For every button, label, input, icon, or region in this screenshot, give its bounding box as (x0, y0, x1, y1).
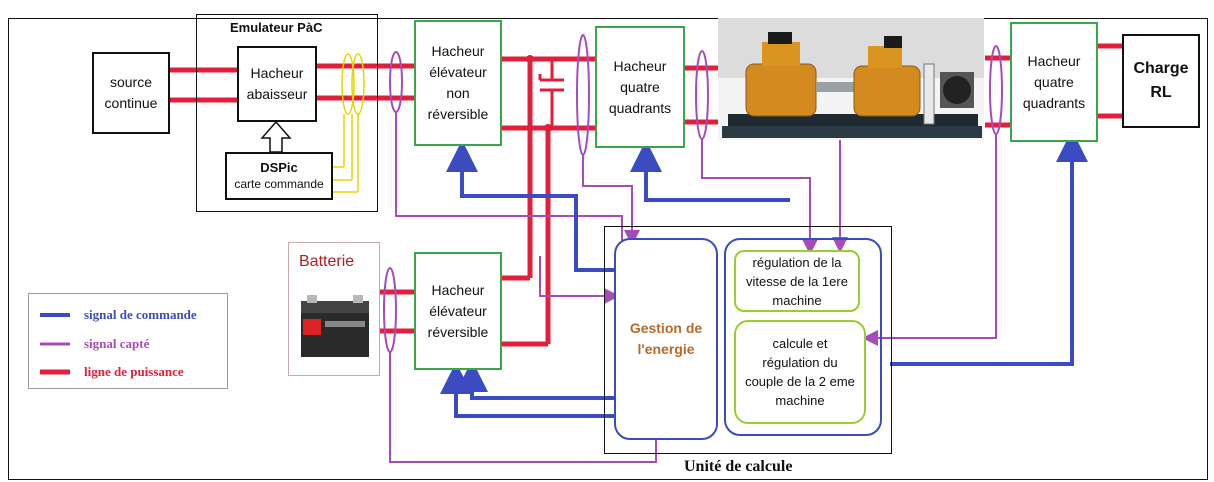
hacheur-quatre-quadrants-2-block: Hacheur quatre quadrants (1010, 22, 1098, 142)
regulation-group (724, 238, 882, 436)
regulation-couple-block: calcule et régulation du couple de la 2 … (734, 320, 866, 424)
hacheur-elevateur-non-reversible-block: Hacheur élévateur non réversible (414, 20, 502, 146)
batterie-block: Batterie (288, 242, 380, 376)
sensed-signal-lines (389, 40, 997, 463)
legend-signal-commande: signal de commande (84, 307, 197, 322)
emulateur-pac-title: Emulateur PàC (230, 20, 323, 35)
legend-signal-capte: signal capté (84, 336, 150, 351)
dspic-card: DSPic carte commande (225, 152, 333, 200)
unite-de-calcule-frame (604, 226, 892, 454)
legend-box (28, 293, 228, 389)
unite-de-calcule-title: Unité de calcule (684, 458, 793, 475)
batterie-label: Batterie (299, 253, 355, 270)
regulation-vitesse-block: régulation de la vitesse de la 1ere mach… (734, 250, 860, 312)
hacheur-abaisseur-block: Hacheur abaisseur (237, 46, 317, 122)
emulateur-pac-frame (196, 14, 378, 212)
source-continue-block: source continue (92, 52, 170, 134)
hacheur-elevateur-reversible-block: Hacheur élévateur réversible (414, 252, 502, 370)
legend-ligne-puissance: ligne de puissance (84, 364, 184, 379)
dspic-sense-wires (332, 53, 365, 193)
battery-icon (301, 295, 369, 357)
command-signal-lines (440, 130, 1088, 418)
hacheur-quatre-quadrants-1-block: Hacheur quatre quadrants (595, 26, 685, 148)
diagram-frame (8, 18, 1208, 480)
gestion-energie-block: Gestion de l'energie (614, 238, 718, 440)
motor-bench-photo (718, 18, 984, 140)
dspic-title: DSPic (260, 160, 298, 175)
charge-rl-block: Charge RL (1122, 34, 1200, 128)
capacitor (538, 59, 564, 128)
dspic-subtitle: carte commande (234, 177, 324, 191)
